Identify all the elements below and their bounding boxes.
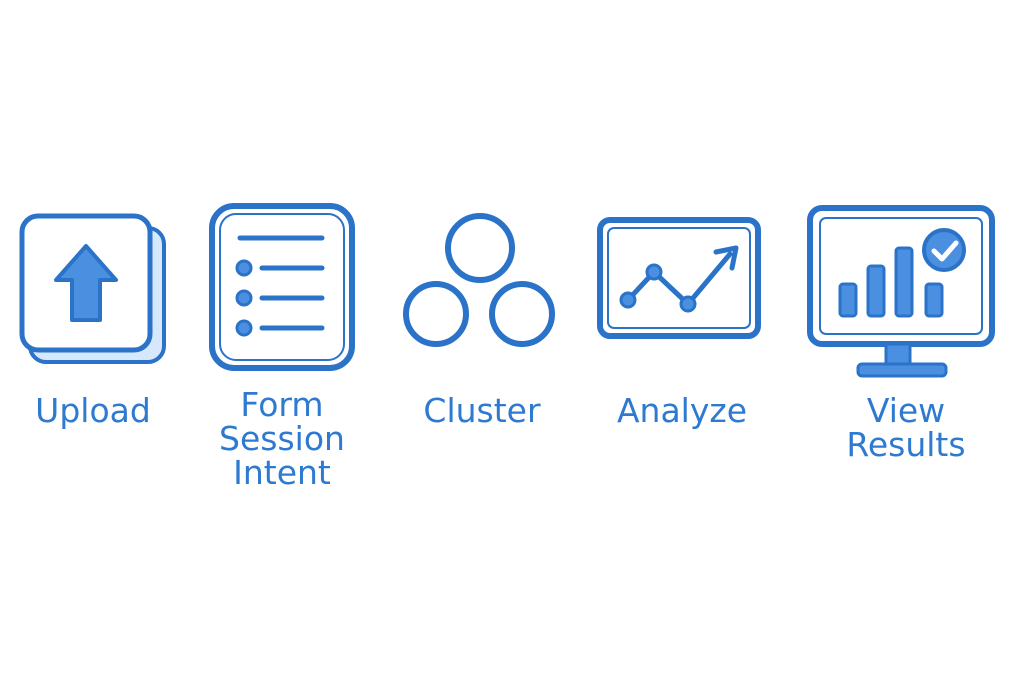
- label-line: Results: [846, 425, 966, 464]
- label-line: Intent: [233, 453, 331, 492]
- step-label: Analyze: [582, 394, 782, 428]
- step-label: Form Session Intent: [182, 388, 382, 490]
- step-label: View Results: [806, 394, 1006, 462]
- label-line: Session: [219, 419, 345, 458]
- label-line: Analyze: [616, 391, 748, 430]
- label-line: Upload: [35, 391, 151, 430]
- step-label: Upload: [0, 394, 193, 428]
- label-line: Form: [240, 385, 324, 424]
- label-line: Cluster: [423, 391, 541, 430]
- step-label: Cluster: [382, 394, 582, 428]
- label-line: View: [866, 391, 946, 430]
